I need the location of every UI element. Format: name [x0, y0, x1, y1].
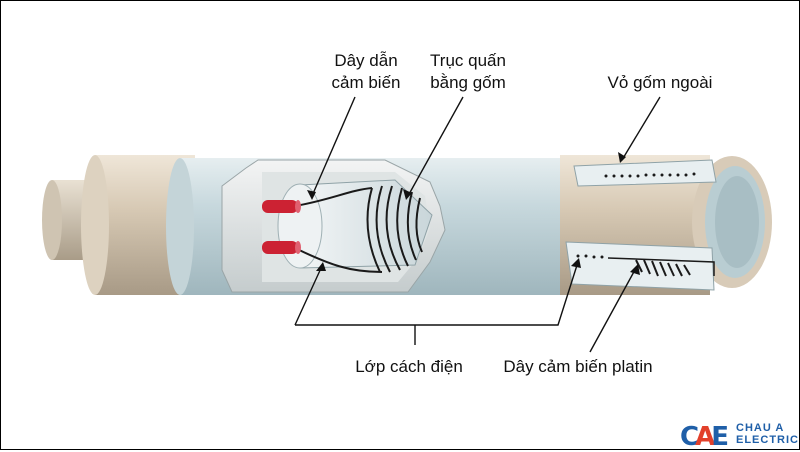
arrow-platinum-wire — [630, 264, 640, 275]
label-platinum-wire: Dây cảm biến platin — [503, 357, 653, 376]
lead-wires — [262, 187, 383, 273]
label-sensor-lead-line1: Dây dẫn — [334, 51, 398, 70]
logo-mark: CAE — [680, 422, 729, 452]
logo-text: CHAU A ELECTRIC — [736, 422, 799, 446]
company-logo: CAE CHAU A ELECTRIC — [680, 420, 800, 452]
red-lead-bottom — [262, 241, 298, 254]
leader-arrowheads — [307, 152, 640, 275]
arrow-ceramic-core — [403, 189, 412, 200]
arrow-sensor-lead — [307, 190, 316, 200]
leader-ceramic-core — [407, 96, 464, 197]
right-open-end — [560, 155, 772, 295]
leader-insulation — [294, 261, 579, 326]
label-ceramic-core-line1: Trục quấn — [430, 51, 506, 70]
platinum-winding — [366, 185, 423, 273]
leader-outer-shell — [621, 96, 661, 161]
label-sensor-lead: Dây dẫn cảm biến — [316, 50, 416, 94]
logo-text-line1: CHAU A — [736, 422, 785, 434]
coil-segment — [635, 259, 691, 277]
label-sensor-lead-line2: cảm biến — [331, 73, 401, 92]
logo-text-line2: ELECTRIC — [736, 434, 799, 446]
label-insulation-layer: Lớp cách điện — [355, 357, 463, 376]
leader-sensor-lead — [311, 96, 356, 197]
arrow-insulation-right — [571, 258, 581, 268]
dotted-traces — [576, 172, 696, 259]
label-ceramic-core-line2: bằng gốm — [430, 73, 506, 92]
red-lead-top — [262, 200, 298, 213]
leader-platinum-wire — [589, 267, 637, 353]
arrow-insulation-left — [316, 262, 326, 271]
label-outer-shell: Vỏ gốm ngoài — [607, 73, 713, 92]
label-ceramic-core: Trục quấn bằng gốm — [416, 50, 520, 94]
arrow-outer-shell — [618, 152, 626, 163]
leader-lines — [294, 96, 661, 353]
